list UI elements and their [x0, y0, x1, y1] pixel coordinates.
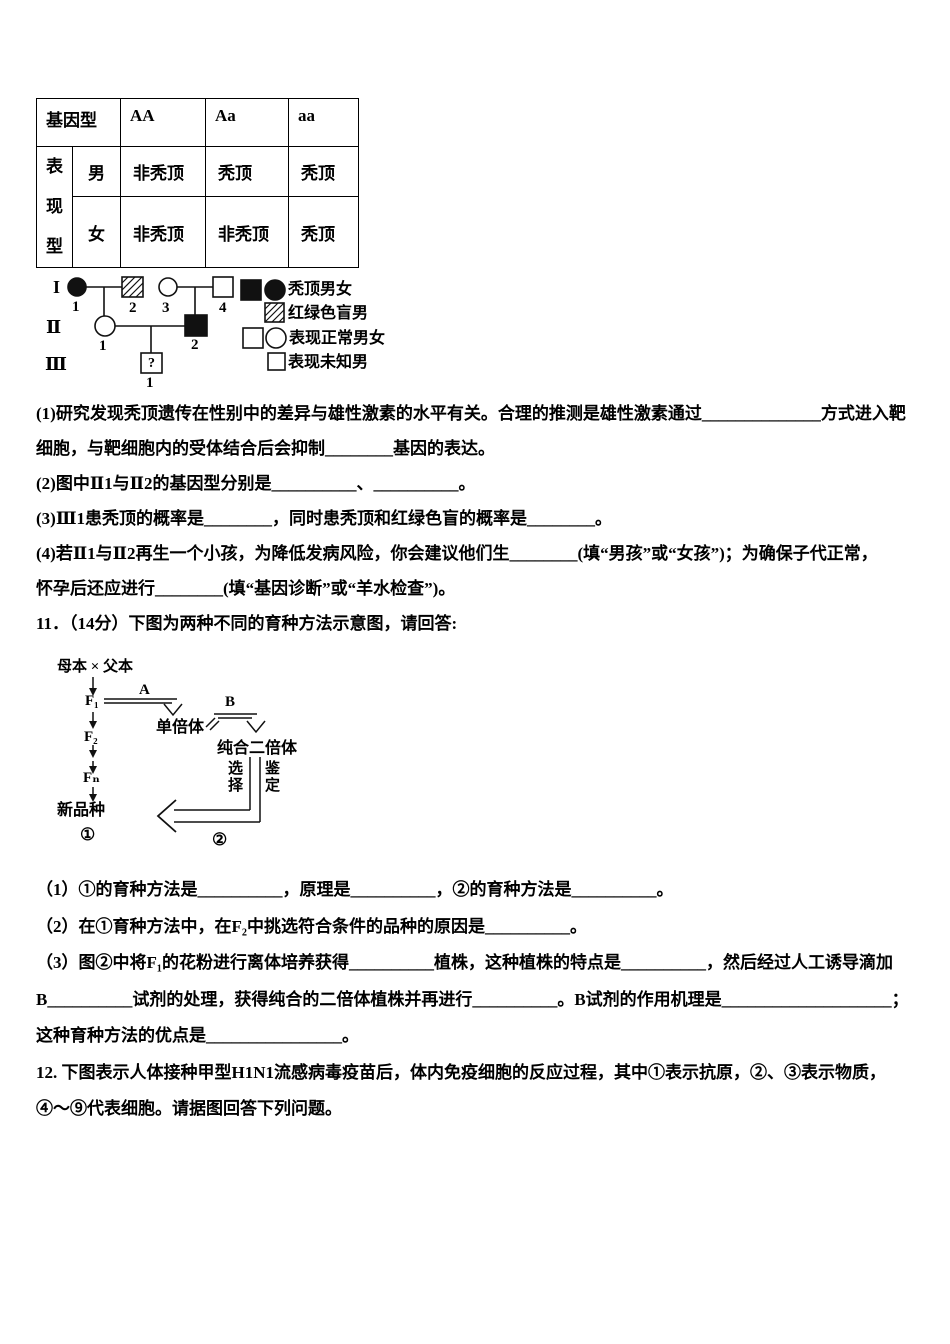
legend-normal-male-square — [242, 327, 264, 349]
legend-label-colorblind: 红绿色盲男 — [288, 305, 369, 322]
diagram-arrow-A-label: A — [139, 682, 150, 698]
question11-text-block: （1）①的育种方法是__________，原理是__________，②的育种方… — [36, 872, 936, 1128]
down-arrow-f2-a — [89, 745, 97, 758]
diagram-select-label: 选择 — [227, 761, 243, 794]
legend-unknown-male-square — [267, 352, 286, 371]
legend-label-bald: 秃顶男女 — [288, 281, 353, 298]
open-arrow-A — [104, 698, 183, 717]
legend-bald-male-square — [240, 279, 262, 301]
q10-part4-line1: (4)若Ⅱ1与Ⅱ2再生一个小孩，为降低发病风险，你会建议他们生________(… — [36, 544, 878, 563]
pedigree-number-III1: 1 — [146, 375, 154, 391]
legend-bald-female-circle — [264, 279, 286, 301]
pedigree-number-I4: 4 — [219, 300, 227, 316]
pedigree-I4-normal-male-square — [212, 276, 234, 298]
generation-I-label: I — [53, 277, 61, 297]
down-arrow-f1-to-f2 — [89, 712, 97, 729]
genotype-aa-cell: aa — [288, 98, 359, 147]
female-aa-phenotype: 秃顶 — [288, 196, 359, 268]
pedigree-II2-bald-male-square — [184, 314, 208, 337]
genotype-header-cell: 基因型 — [36, 98, 121, 147]
pedigree-diagram — [67, 276, 287, 374]
male-AA-phenotype: 非秃顶 — [120, 145, 206, 198]
genotype-Aa-cell: Aa — [205, 98, 289, 147]
legend-label-normal: 表现正常男女 — [289, 330, 386, 347]
pedigree-number-I2: 2 — [129, 300, 137, 316]
unknown-phenotype-question-mark: ? — [148, 356, 155, 371]
legend-colorblind-hatched-square — [264, 302, 285, 323]
question12-intro-line2: ④～⑨代表细胞。请据图回答下列问题。 — [36, 1099, 342, 1118]
q11-part3-line1: （3）图②中将F₁的花粉进行离体培养获得__________植株，这种植株的特点… — [36, 953, 893, 972]
genotype-AA-cell: AA — [120, 98, 206, 147]
pedigree-I3-normal-female-circle — [158, 277, 178, 297]
q10-part2: (2)图中Ⅱ1与Ⅱ2的基因型分别是__________、__________。 — [36, 474, 476, 493]
q11-part2: （2）在①育种方法中，在F₂中挑选符合条件的品种的原因是__________。 — [36, 916, 587, 936]
generation-III-label: Ⅲ — [45, 354, 67, 374]
down-arrow-fn-to-new — [89, 787, 97, 802]
diagram-identify-label: 鉴定 — [264, 761, 280, 794]
diagram-f1-label: F₁ — [85, 693, 99, 709]
genotype-phenotype-table: 基因型 AA Aa aa 表现型 男 非秃顶 秃顶 秃顶 女 非秃顶 非秃顶 秃… — [36, 98, 359, 268]
diagram-haploid-label: 单倍体 — [156, 719, 205, 736]
legend-label-unknown: 表现未知男 — [288, 354, 369, 371]
male-Aa-phenotype: 秃顶 — [205, 145, 289, 198]
female-AA-phenotype: 非秃顶 — [120, 196, 206, 268]
male-row-label: 男 — [72, 145, 121, 198]
open-arrow-B — [205, 713, 266, 734]
pedigree-I1-bald-female-circle — [67, 277, 87, 297]
diagram-method2-mark: ② — [212, 830, 228, 849]
diagram-method1-mark: ① — [80, 825, 96, 844]
legend-normal-female-circle — [265, 327, 287, 349]
question12-intro-line1: 12. 下图表示人体接种甲型H1N1流感病毒疫苗后，体内免疫细胞的反应过程，其中… — [36, 1062, 886, 1082]
pedigree-number-II1: 1 — [99, 338, 107, 354]
diagram-new-variety-label: 新品种 — [57, 802, 106, 819]
q11-part3-line2: B__________试剂的处理，获得纯合的二倍体植株并再进行_________… — [36, 989, 909, 1009]
generation-II-label: Ⅱ — [46, 317, 62, 337]
q10-part4-line2: 怀孕后还应进行________(填“基因诊断”或“羊水检查”)。 — [36, 579, 456, 598]
diagram-arrow-B-label: B — [225, 694, 236, 710]
diagram-homozygous-diploid-label: 纯合二倍体 — [217, 740, 298, 757]
pedigree-number-I1: 1 — [72, 299, 80, 315]
female-Aa-phenotype: 非秃顶 — [205, 196, 289, 268]
pedigree-I2-colorblind-male-hatched-square — [121, 276, 144, 298]
q11-part3-line3: 这种育种方法的优点是________________。 — [36, 1026, 359, 1045]
female-row-label: 女 — [72, 196, 121, 268]
pedigree-number-II2: 2 — [191, 337, 199, 353]
open-arrow-select-identify-return — [156, 757, 261, 833]
q10-part3: (3)Ⅲ1患秃顶的概率是________，同时患秃顶和红绿色盲的概率是_____… — [36, 509, 613, 528]
question11-intro: 11．（14分）下图为两种不同的育种方法示意图，请回答: — [36, 614, 458, 633]
pedigree-legend-symbols — [240, 279, 287, 371]
diagram-cross-parents: 母本 × 父本 — [57, 659, 134, 675]
pedigree-II1-normal-female-circle — [94, 315, 116, 337]
q10-part1-line1: (1)研究发现秃顶遗传在性别中的差异与雄性激素的水平有关。合理的推测是雄性激素通… — [36, 404, 906, 423]
pedigree-number-I3: 3 — [162, 300, 170, 316]
phenotype-label-cell: 表现型 — [36, 146, 73, 268]
question10-text-block: (1)研究发现秃顶遗传在性别中的差异与雄性激素的水平有关。合理的推测是雄性激素通… — [36, 396, 936, 641]
male-aa-phenotype: 秃顶 — [288, 145, 359, 198]
diagram-f2-label: F₂ — [84, 729, 98, 745]
q11-part1: （1）①的育种方法是__________，原理是__________，②的育种方… — [36, 880, 674, 899]
q10-part1-line2: 细胞，与靶细胞内的受体结合后会抑制________基因的表达。 — [36, 439, 495, 458]
diagram-fn-label: Fₙ — [83, 770, 100, 786]
